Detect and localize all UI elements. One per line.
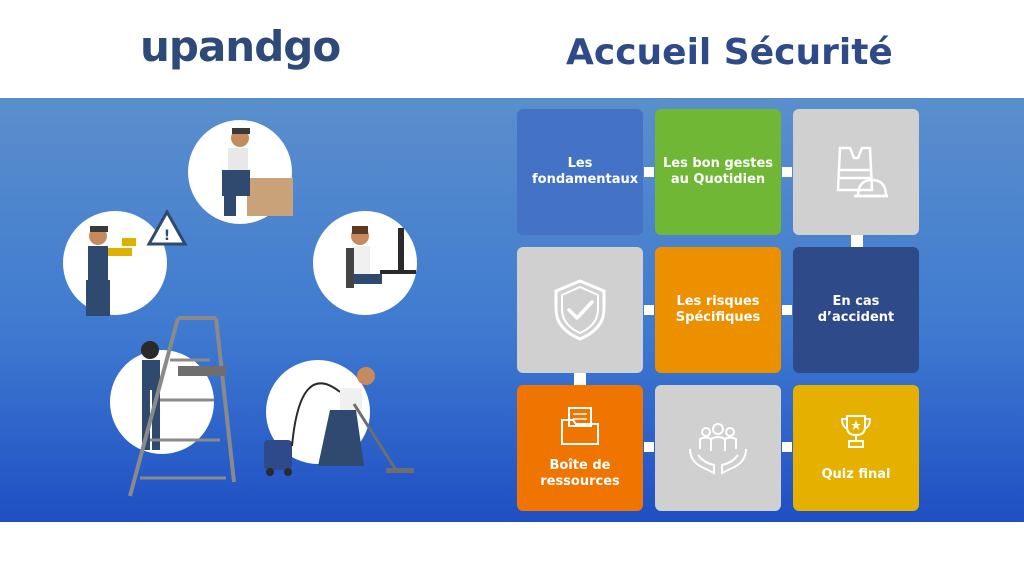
connector bbox=[851, 235, 863, 247]
tile-label: Les bon gestes au Quotidien bbox=[662, 156, 773, 187]
desk-worker-icon bbox=[313, 211, 417, 315]
tile-equipement[interactable] bbox=[793, 109, 919, 235]
tile-ressources[interactable]: Boîte de ressources bbox=[517, 385, 643, 511]
connector bbox=[782, 167, 792, 177]
tile-label: Les fondamentaux bbox=[532, 156, 639, 187]
connector bbox=[574, 373, 586, 385]
connector bbox=[644, 442, 654, 452]
svg-text:!: ! bbox=[164, 228, 170, 244]
upandgo-logo[interactable]: upandgo bbox=[140, 22, 341, 71]
tile-bons-gestes[interactable]: Les bon gestes au Quotidien bbox=[655, 109, 781, 235]
header: upandgo Accueil Sécurité bbox=[0, 0, 1024, 98]
connector bbox=[782, 442, 792, 452]
cleaning-worker-icon bbox=[264, 360, 414, 476]
tile-accident[interactable]: En cas d’accident bbox=[793, 247, 919, 373]
connector bbox=[782, 305, 792, 315]
people-hands-icon bbox=[689, 423, 747, 475]
ladder-worker-icon bbox=[110, 316, 236, 497]
shield-check-icon bbox=[554, 279, 606, 341]
tile-label: Quiz final bbox=[821, 467, 891, 482]
tile-entraide[interactable] bbox=[655, 385, 781, 511]
workers-illustration: ! bbox=[63, 120, 417, 497]
trophy-icon bbox=[840, 415, 872, 448]
tile-fondamentaux[interactable]: Les fondamentaux bbox=[517, 109, 643, 235]
tile-risques[interactable]: Les risques Spécifiques bbox=[655, 247, 781, 373]
tile-label: Boîte de ressources bbox=[540, 458, 620, 489]
lifting-worker-icon bbox=[188, 120, 293, 224]
page-title: Accueil Sécurité bbox=[566, 32, 893, 73]
connector bbox=[644, 167, 654, 177]
tile-protection[interactable] bbox=[517, 247, 643, 373]
connector bbox=[644, 305, 654, 315]
footer bbox=[0, 522, 1024, 576]
folder-documents-icon bbox=[561, 407, 599, 445]
warning-sign-icon: ! bbox=[146, 208, 188, 246]
drill-worker-icon bbox=[63, 211, 167, 316]
safety-vest-helmet-icon bbox=[836, 146, 888, 198]
tile-label: En cas d’accident bbox=[817, 294, 895, 325]
tile-label: Les risques Spécifiques bbox=[675, 294, 761, 325]
tile-quiz[interactable]: Quiz final bbox=[793, 385, 919, 511]
